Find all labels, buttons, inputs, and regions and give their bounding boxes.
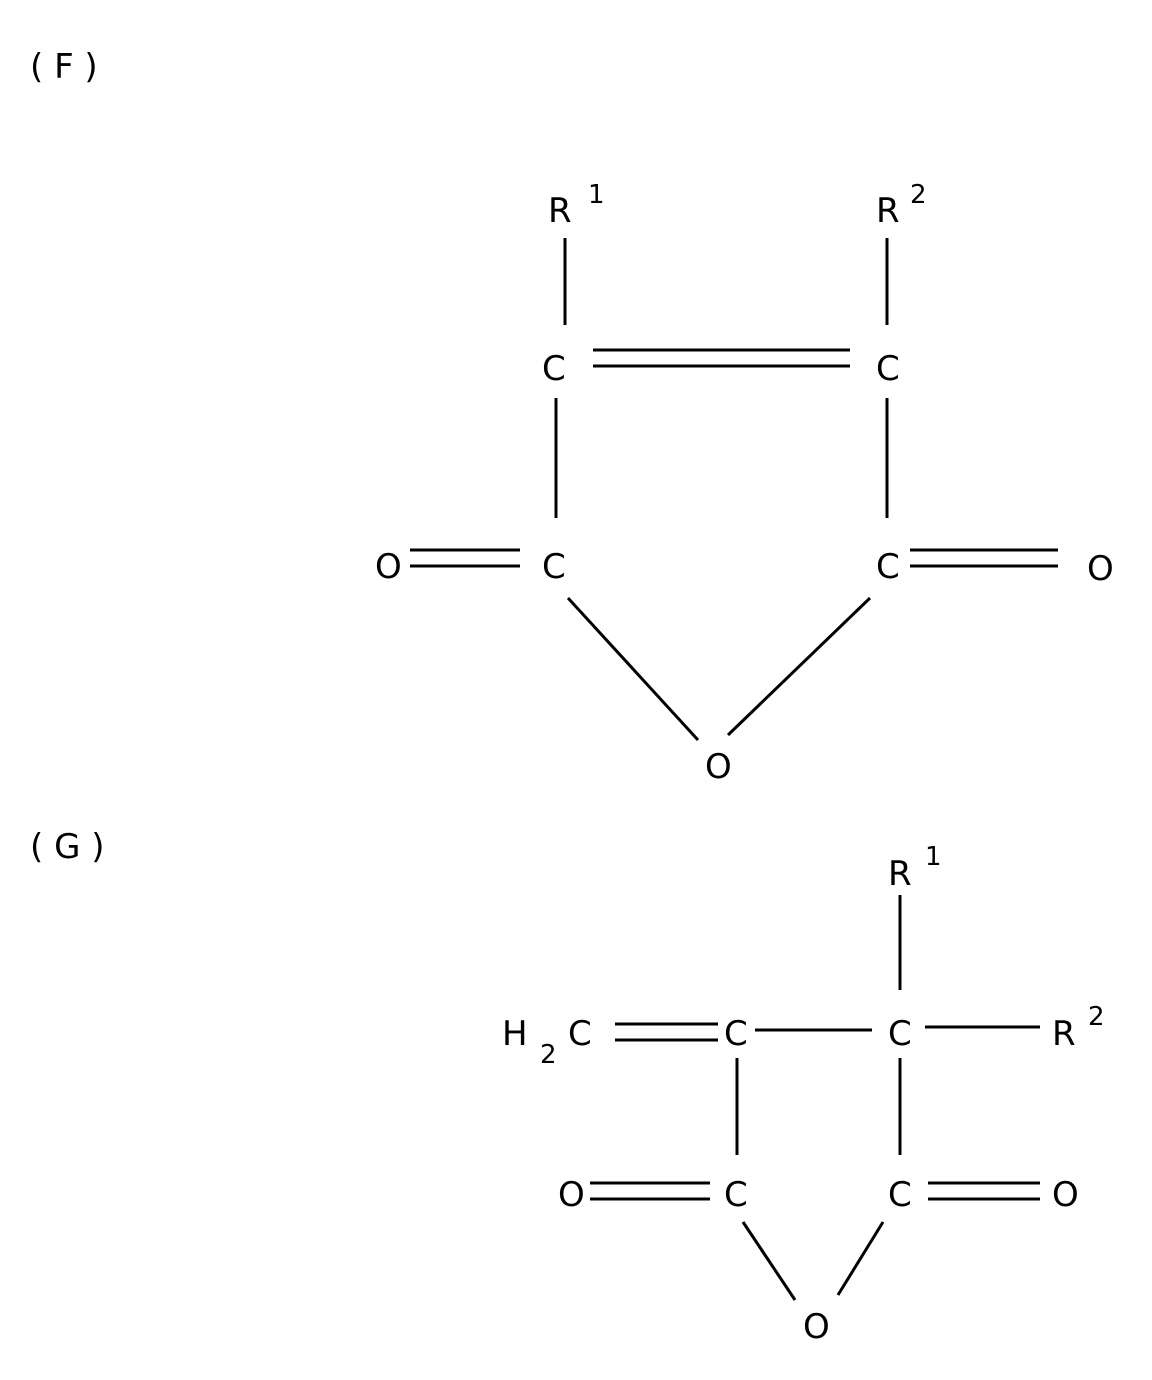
figure-label-g: ( G ) <box>30 827 105 867</box>
atom-c-top-right: C <box>876 349 900 389</box>
bond-c-o-ring-left <box>568 598 698 740</box>
atom-o-ring: O <box>705 747 732 787</box>
atom-h2c-subscript: 2 <box>540 1040 557 1070</box>
atom-c-bottom-left: C <box>542 547 566 587</box>
atom-h2c-c: C <box>568 1014 592 1054</box>
atom-c-quaternary: C <box>888 1014 912 1054</box>
structure-g: ( G ) R 1 H 2 C C C R 2 C C O O O <box>30 827 1105 1347</box>
atom-c-bottom-right: C <box>888 1175 912 1215</box>
structure-f: ( F ) R 1 R 2 C C C C O O O <box>30 47 1114 787</box>
atom-r2: R <box>876 191 900 231</box>
atom-c-bottom-right: C <box>876 547 900 587</box>
atom-h2c-h: H <box>502 1014 528 1054</box>
atom-o-right: O <box>1052 1175 1079 1215</box>
atom-o-ring: O <box>803 1307 830 1347</box>
atom-r1: R <box>548 191 572 231</box>
atom-r2-index: 2 <box>1088 1002 1105 1032</box>
bond-c-o-ring-left <box>743 1222 795 1300</box>
atom-r2: R <box>1052 1014 1076 1054</box>
atom-c-top-left: C <box>542 349 566 389</box>
figure-label-f: ( F ) <box>30 47 98 87</box>
atom-c-bottom-left: C <box>724 1175 748 1215</box>
atom-r1: R <box>888 854 912 894</box>
atom-o-left: O <box>558 1175 585 1215</box>
atom-o-left: O <box>375 547 402 587</box>
atom-r2-index: 2 <box>910 180 927 210</box>
atom-r1-index: 1 <box>925 842 942 872</box>
bond-c-o-ring-right <box>728 598 870 735</box>
atom-o-right: O <box>1087 549 1114 589</box>
bond-c-o-ring-right <box>838 1222 883 1295</box>
atom-c-alkene: C <box>724 1014 748 1054</box>
atom-r1-index: 1 <box>588 180 605 210</box>
